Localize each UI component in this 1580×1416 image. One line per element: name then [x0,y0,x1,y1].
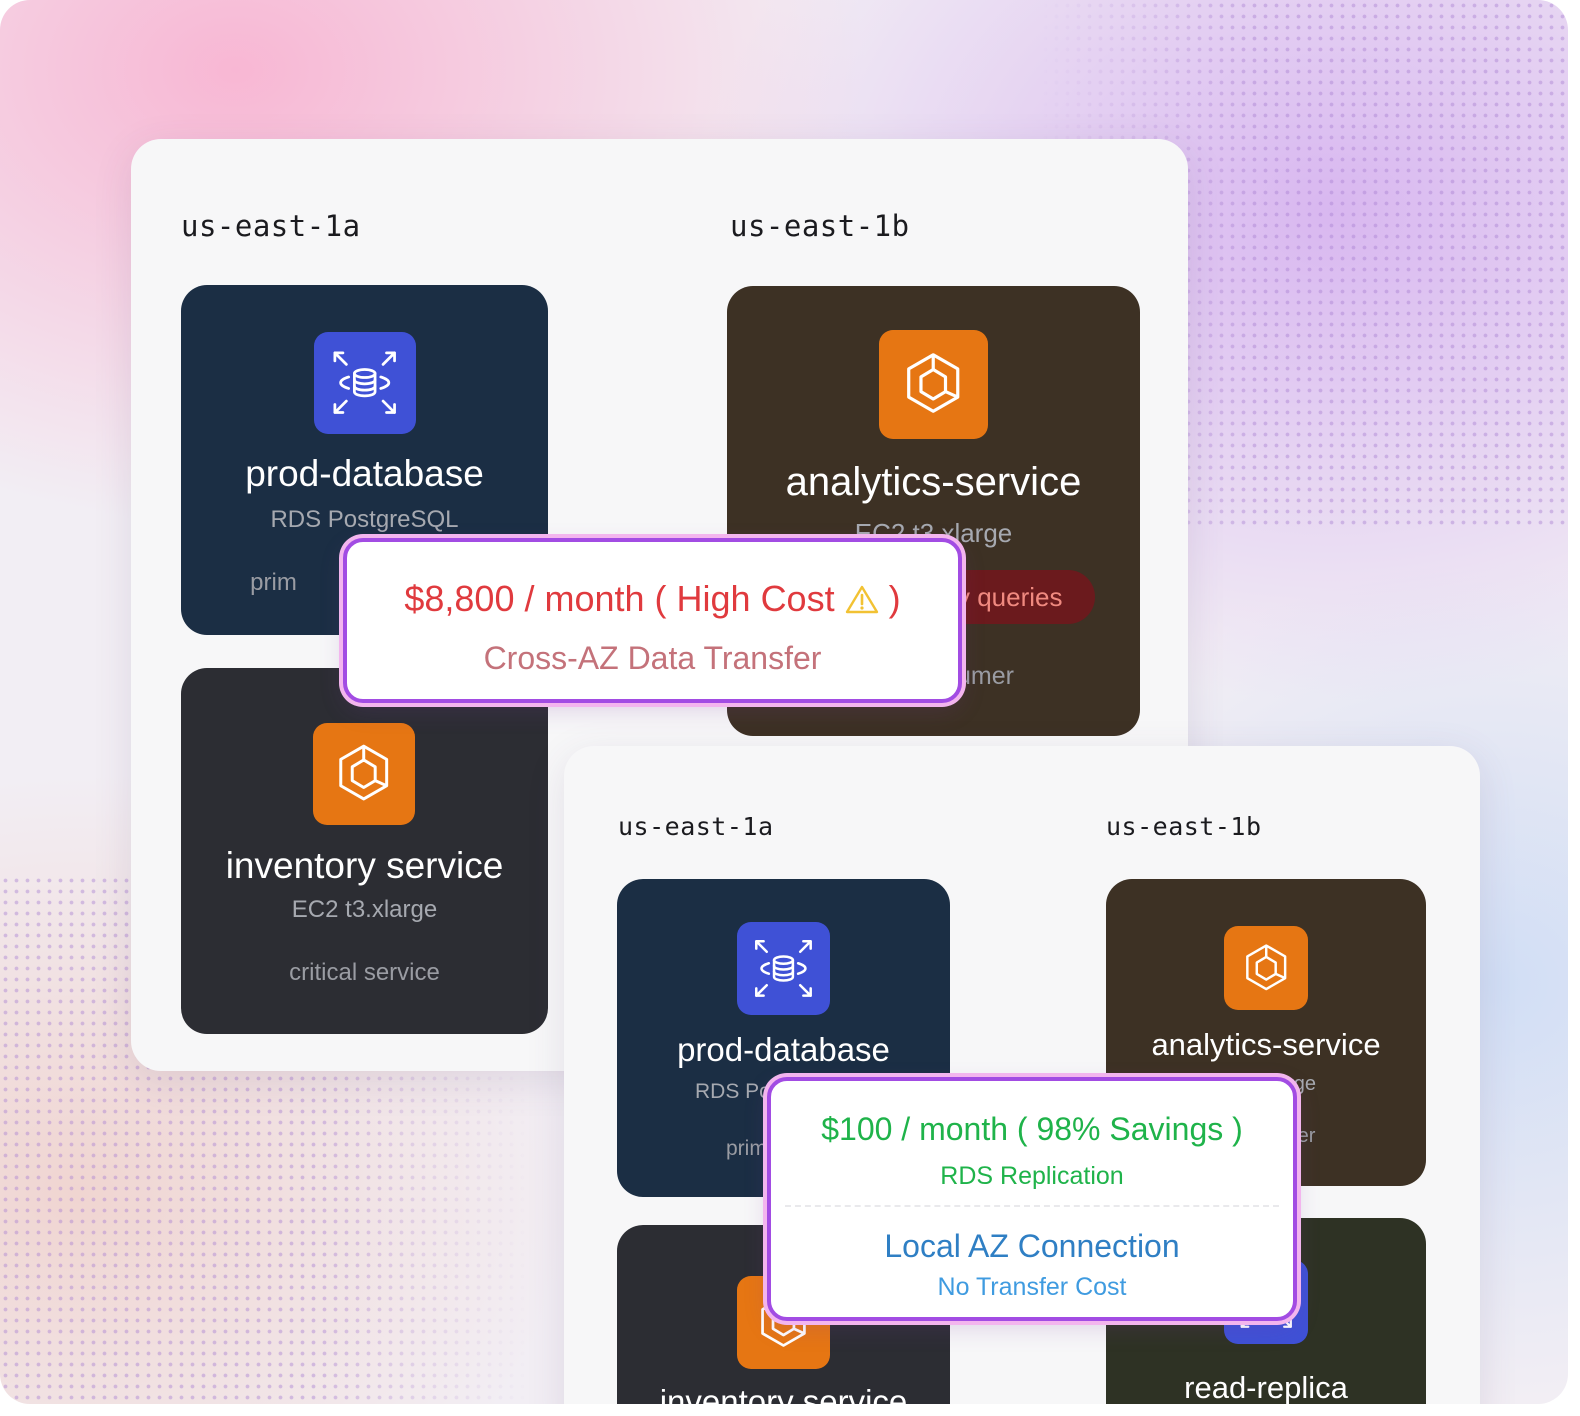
card-subtitle: RDS PostgreSQL [270,506,459,533]
card-tag: critical service [289,959,440,986]
card-tag: umer [957,662,1014,690]
ec2-instance-icon [313,723,415,825]
ec2-instance-icon [879,330,988,439]
zone-label-1b: us-east-1b [730,209,910,243]
rds-database-icon [314,332,416,434]
card-title: read-replica [1184,1370,1348,1404]
card-title: inventory service [659,1383,908,1404]
card-title: prod-database [245,453,484,494]
rds-database-icon [737,922,830,1015]
card-tag: prim [726,1137,767,1160]
card-title: analytics-service [785,460,1082,504]
zone-label-1a: us-east-1a [618,812,774,841]
cost-text-close: ) [888,578,901,619]
cost-line: $8,800 / month ( High Cost ) [347,578,958,620]
zone-label-1a: us-east-1a [181,209,361,243]
card-tag: prim [250,569,297,596]
inventory-service-card[interactable]: inventory service EC2 t3.xlarge critical… [181,668,548,1034]
local-connection-title: Local AZ Connection [884,1228,1180,1264]
zone-label-1b: us-east-1b [1106,812,1262,841]
card-title: analytics-service [1151,1027,1381,1062]
card-title: prod-database [677,1031,890,1068]
callout-label: Cross-AZ Data Transfer [483,640,822,676]
ec2-instance-icon [1224,926,1308,1010]
card-subtitle: EC2 t3.xlarge [291,896,438,923]
cost-text: $8,800 / month ( High Cost [404,578,835,619]
card-title: inventory service [225,845,504,886]
card-subtitle: RDS Po [695,1080,771,1103]
savings-callout: $100 / month ( 98% Savings ) RDS Replica… [767,1077,1297,1321]
savings-label: RDS Replication [940,1162,1124,1190]
callout-divider [785,1205,1279,1207]
warning-icon [845,585,878,614]
savings-cost: $100 / month ( 98% Savings ) [821,1111,1243,1147]
high-cost-callout: $8,800 / month ( High Cost ) Cross-AZ Da… [343,538,962,703]
local-connection-subtitle: No Transfer Cost [937,1273,1127,1301]
